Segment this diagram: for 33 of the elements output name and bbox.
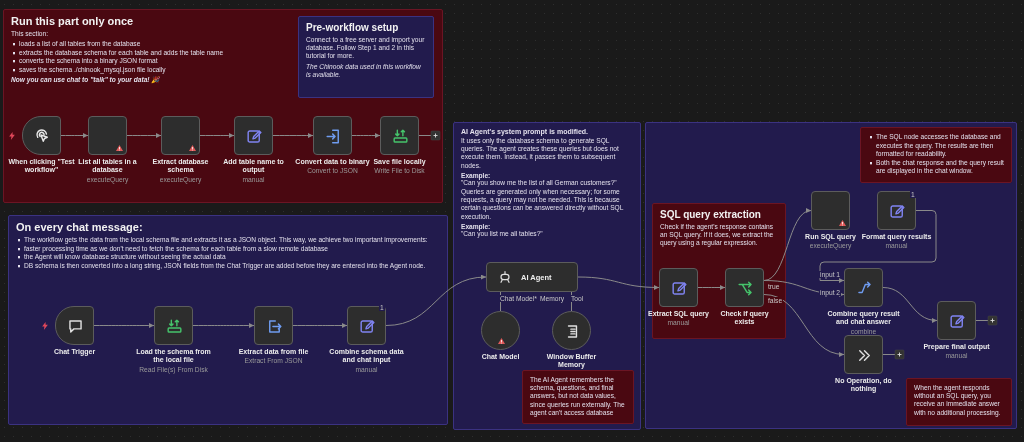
connector-line <box>292 323 348 328</box>
connector-line <box>763 209 812 281</box>
note-heading: On every chat message: <box>16 221 144 233</box>
connector-line <box>192 323 255 328</box>
sticky-note <box>522 370 634 424</box>
connector-line <box>763 294 845 357</box>
connector-line <box>126 133 162 138</box>
sticky-note <box>453 122 641 430</box>
connector-line <box>500 291 501 312</box>
connector-line <box>93 323 155 328</box>
connector-line <box>272 133 314 138</box>
connector-line <box>882 354 896 355</box>
connector-line <box>199 133 235 138</box>
sticky-note <box>3 9 443 203</box>
connector-line <box>577 276 660 290</box>
connector-line <box>975 320 989 321</box>
note-heading: SQL query extraction <box>660 209 762 220</box>
sticky-note <box>298 16 434 98</box>
connector-line <box>60 133 89 138</box>
note-heading: Run this part only once <box>11 15 135 27</box>
agent-node <box>486 262 578 292</box>
note-heading: Pre-workflow setup <box>306 22 400 33</box>
connector-line <box>418 135 432 136</box>
connector-line <box>351 133 381 138</box>
connector-line <box>697 285 726 290</box>
connector-line <box>571 291 572 312</box>
connector-line <box>882 287 938 323</box>
connector-line <box>385 274 487 326</box>
sticky-note <box>906 378 1012 426</box>
sticky-note <box>860 127 1012 183</box>
connector-line <box>819 210 937 283</box>
group-panel <box>645 122 1017 429</box>
sticky-note <box>8 215 448 425</box>
